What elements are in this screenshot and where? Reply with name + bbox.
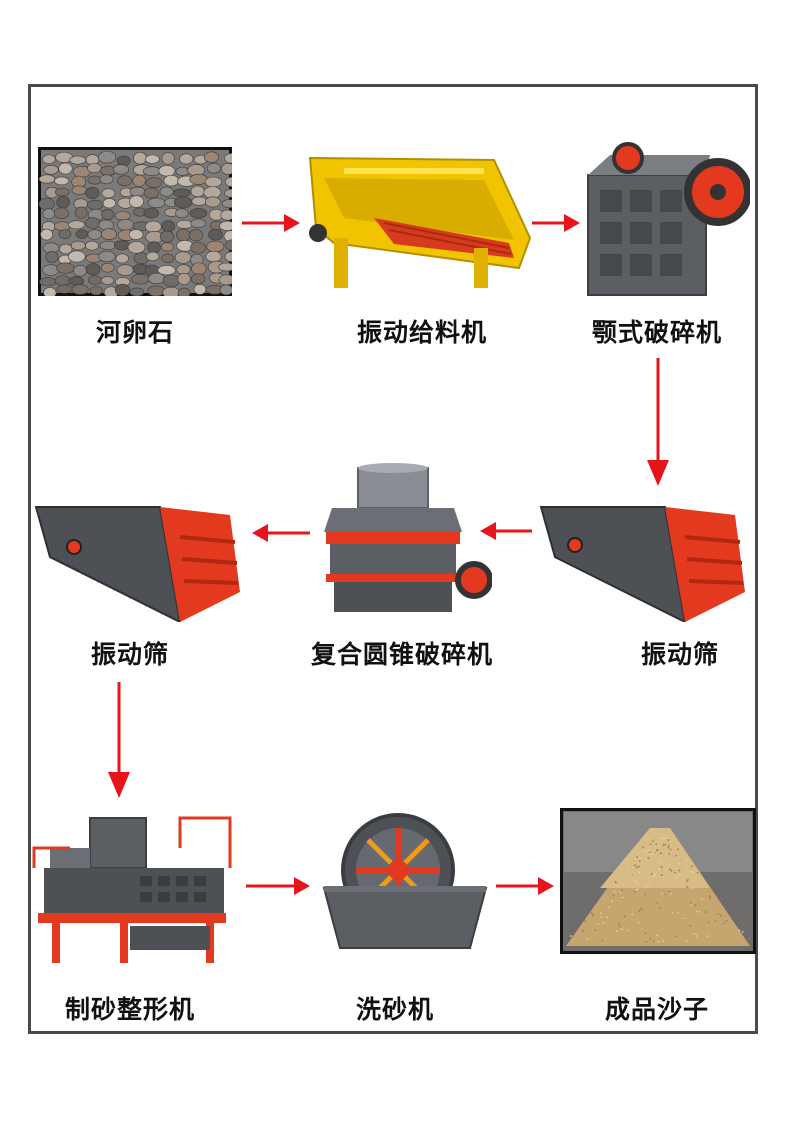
vibrating-screen-image xyxy=(30,497,245,622)
vibrating-screen-image xyxy=(535,497,750,622)
step-label-cone-crusher: 复合圆锥破碎机 xyxy=(310,640,493,669)
arrow-right-icon xyxy=(240,211,302,235)
sand-making-machine-image xyxy=(30,808,238,970)
step-label-vibrating-screen-right: 振动筛 xyxy=(640,640,719,669)
cone-crusher-image xyxy=(312,462,492,620)
sand-washer-image xyxy=(320,808,488,950)
step-label-sand-making-machine: 制砂整形机 xyxy=(64,995,195,1024)
step-label-vibrating-screen-left: 振动筛 xyxy=(90,640,169,669)
step-label-pebble: 河卵石 xyxy=(95,318,174,347)
arrow-left-icon xyxy=(478,519,534,543)
arrow-right-icon xyxy=(530,211,582,235)
pebble-stone-photo xyxy=(38,147,232,296)
step-label-jaw-crusher: 颚式破碎机 xyxy=(591,318,722,347)
step-label-vibrating-feeder: 振动给料机 xyxy=(356,318,487,347)
vibrating-feeder-image xyxy=(304,148,534,296)
step-label-sand-washer: 洗砂机 xyxy=(355,995,434,1024)
arrow-right-icon xyxy=(494,874,556,898)
arrow-down-icon xyxy=(104,680,134,800)
finished-sand-photo xyxy=(560,808,756,954)
arrow-left-icon xyxy=(250,521,312,545)
arrow-right-icon xyxy=(244,874,312,898)
step-label-finished-sand: 成品沙子 xyxy=(604,995,709,1024)
jaw-crusher-image xyxy=(580,130,750,305)
arrow-down-icon xyxy=(643,356,673,488)
